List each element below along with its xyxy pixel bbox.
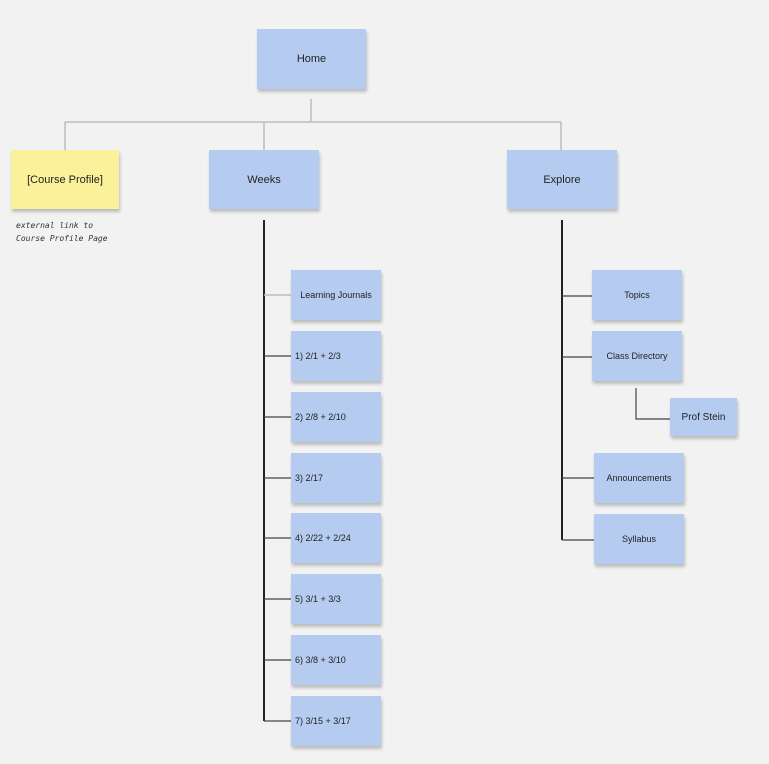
note-learning-journals-label: Learning Journals (300, 290, 372, 300)
caption-line-2: Course Profile Page (16, 234, 108, 243)
note-syllabus[interactable]: Syllabus (594, 514, 684, 564)
note-course-profile-label: [Course Profile] (27, 173, 103, 186)
note-week-5[interactable]: 5) 3/1 + 3/3 (291, 574, 381, 624)
note-week-5-label: 5) 3/1 + 3/3 (295, 594, 341, 604)
note-weeks-label: Weeks (247, 173, 281, 186)
note-topics-label: Topics (624, 290, 650, 300)
note-home-label: Home (296, 53, 327, 65)
note-learning-journals[interactable]: Learning Journals (291, 270, 381, 320)
note-week-4-label: 4) 2/22 + 2/24 (295, 533, 351, 543)
note-announcements[interactable]: Announcements (594, 453, 684, 503)
note-prof-stein-label: Prof Stein (681, 411, 726, 423)
note-weeks[interactable]: Weeks (209, 150, 319, 209)
note-week-7[interactable]: 7) 3/15 + 3/17 (291, 696, 381, 746)
note-topics[interactable]: Topics (592, 270, 682, 320)
note-week-2-label: 2) 2/8 + 2/10 (295, 412, 346, 422)
note-syllabus-label: Syllabus (621, 534, 657, 544)
course-profile-caption: external link to Course Profile Page (16, 219, 108, 245)
note-week-3[interactable]: 3) 2/17 (291, 453, 381, 503)
note-course-profile[interactable]: [Course Profile] (11, 150, 119, 209)
note-week-6-label: 6) 3/8 + 3/10 (295, 655, 346, 665)
caption-line-1: external link to (16, 221, 94, 230)
note-week-1[interactable]: 1) 2/1 + 2/3 (291, 331, 381, 381)
note-week-7-label: 7) 3/15 + 3/17 (295, 716, 351, 726)
note-announcements-label: Announcements (606, 473, 672, 483)
note-home[interactable]: Home (257, 29, 366, 89)
note-class-directory[interactable]: Class Directory (592, 331, 682, 381)
connector-class-directory-prof-stein (635, 388, 670, 420)
note-prof-stein[interactable]: Prof Stein (670, 398, 737, 436)
note-explore-label: Explore (543, 173, 581, 186)
note-week-1-label: 1) 2/1 + 2/3 (295, 351, 341, 361)
note-class-directory-label: Class Directory (606, 351, 668, 361)
note-week-3-label: 3) 2/17 (295, 473, 324, 483)
note-week-6[interactable]: 6) 3/8 + 3/10 (291, 635, 381, 685)
note-week-4[interactable]: 4) 2/22 + 2/24 (291, 513, 381, 563)
note-week-2[interactable]: 2) 2/8 + 2/10 (291, 392, 381, 442)
note-explore[interactable]: Explore (507, 150, 617, 209)
